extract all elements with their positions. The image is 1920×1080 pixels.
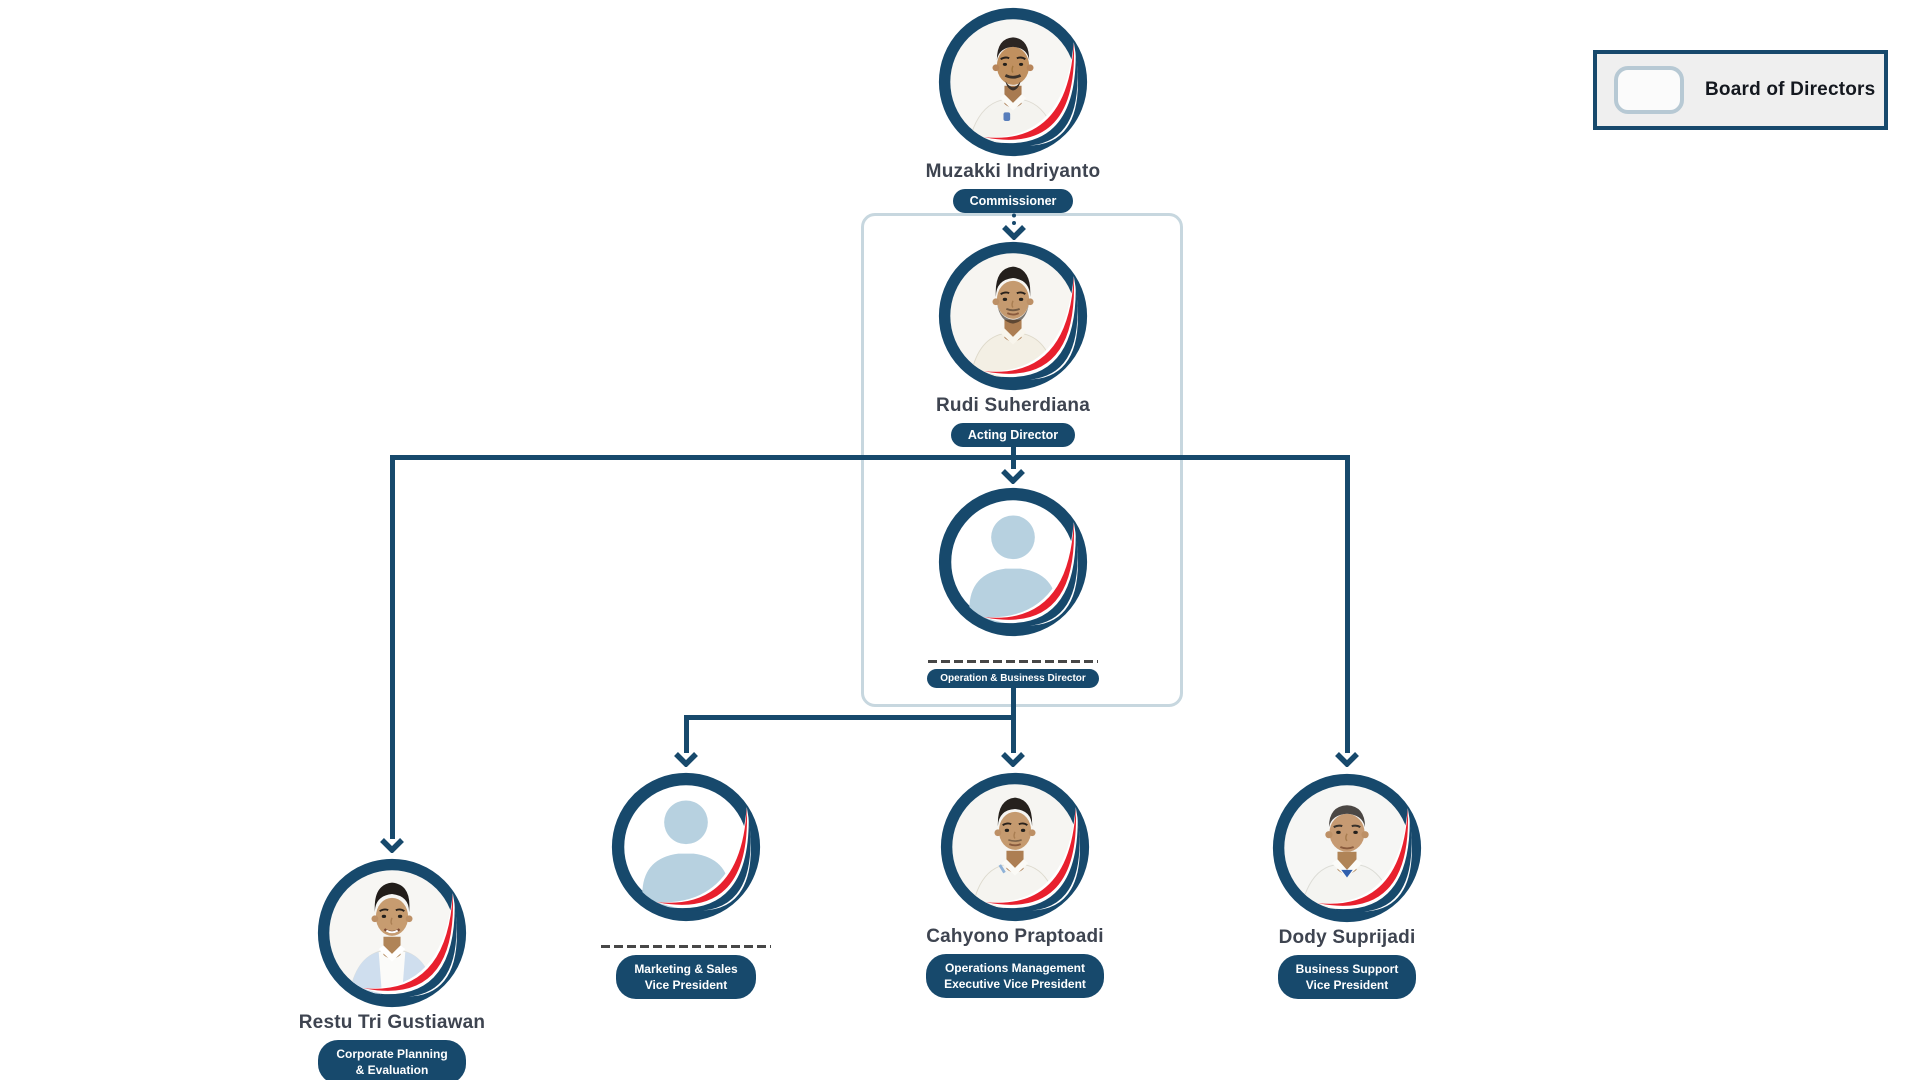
arrow-down-icon — [674, 752, 698, 767]
arrow-down-icon — [380, 838, 404, 853]
avatar-photo — [939, 771, 1091, 923]
person-name: Rudi Suherdiana — [936, 395, 1090, 416]
org-node-corporate-planning: Restu Tri Gustiawan Corporate Planning &… — [262, 857, 522, 1080]
connector-branch-level1 — [390, 455, 1350, 460]
avatar-photo — [316, 857, 468, 1009]
legend-label: Board of Directors — [1705, 79, 1876, 100]
person-name: Muzakki Indriyanto — [925, 161, 1101, 182]
org-node-operation-business-director: Operation & Business Director — [883, 486, 1143, 688]
org-node-commissioner: Muzakki Indriyanto Commissioner — [883, 6, 1143, 213]
connector-to-operation-director — [1011, 443, 1016, 469]
avatar-placeholder-icon — [610, 771, 762, 923]
title-badge: Commissioner — [952, 188, 1074, 213]
connector-operation-director-down — [1011, 688, 1016, 720]
connector-to-marketing-sales — [684, 715, 689, 753]
connector-commissioner-to-acting-director — [1012, 206, 1016, 225]
person-name: Dody Suprijadi — [1278, 927, 1416, 948]
connector-to-corporate-planning — [390, 455, 395, 839]
avatar-photo — [1271, 772, 1423, 924]
arrow-down-icon — [1001, 469, 1025, 484]
vacant-name-placeholder — [601, 945, 771, 948]
title-badge: Acting Director — [950, 422, 1076, 447]
connector-to-business-support — [1345, 455, 1350, 753]
legend-board-of-directors: Board of Directors — [1593, 50, 1888, 130]
person-name: Cahyono Praptoadi — [926, 926, 1104, 947]
title-badge: Marketing & Sales Vice President — [616, 955, 756, 1000]
connector-to-operations-evp — [1011, 715, 1016, 753]
legend-group-box-swatch — [1614, 66, 1684, 114]
person-name: Restu Tri Gustiawan — [298, 1012, 486, 1033]
title-badge: Operations Management Executive Vice Pre… — [926, 953, 1104, 999]
vacant-name-placeholder — [928, 660, 1098, 663]
title-badge: Business Support Vice President — [1277, 954, 1417, 1000]
org-node-acting-director: Rudi Suherdiana Acting Director — [883, 240, 1143, 447]
board-of-directors-group-box — [861, 213, 1183, 707]
org-node-business-support-vp: Dody Suprijadi Business Support Vice Pre… — [1217, 772, 1477, 1000]
arrow-down-icon — [1001, 752, 1025, 767]
title-badge: Operation & Business Director — [927, 669, 1099, 688]
title-badge: Corporate Planning & Evaluation — [318, 1039, 466, 1080]
org-node-marketing-sales-vp: Marketing & Sales Vice President — [556, 771, 816, 1000]
arrow-down-icon — [1335, 752, 1359, 767]
connector-branch-level2 — [684, 715, 1016, 720]
avatar-photo — [937, 6, 1089, 158]
avatar-photo — [937, 240, 1089, 392]
avatar-placeholder-icon — [937, 486, 1089, 638]
org-node-operations-evp: Cahyono Praptoadi Operations Management … — [885, 771, 1145, 999]
arrow-down-icon — [1002, 225, 1026, 240]
